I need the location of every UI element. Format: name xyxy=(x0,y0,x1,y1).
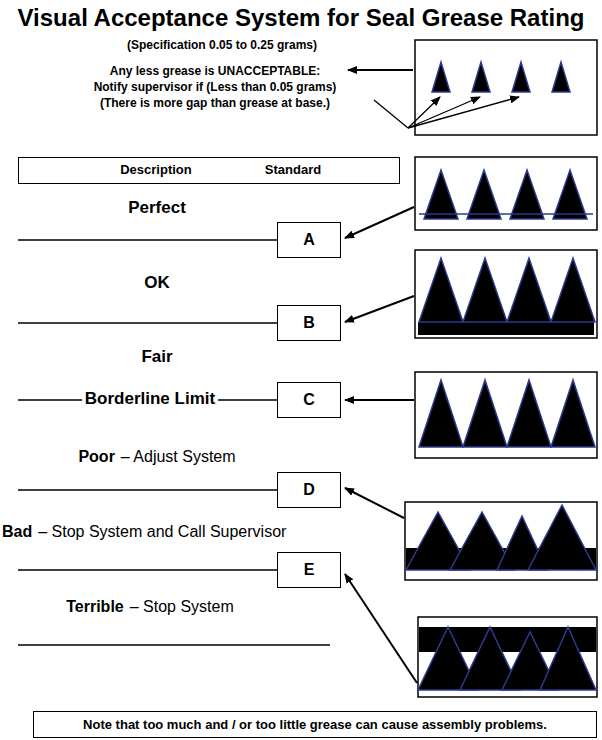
rating-action: Poor – Adjust System xyxy=(78,447,235,467)
column-heading: Description xyxy=(120,162,192,178)
rating-description: Borderline Limit xyxy=(82,389,218,409)
rating-instruction: – Stop System xyxy=(130,597,234,617)
grade-box: A xyxy=(277,222,341,258)
rating-word: Bad xyxy=(2,522,32,542)
rating-instruction: – Adjust System xyxy=(121,447,236,467)
note-box: Note that too much and / or too little g… xyxy=(33,711,597,738)
header-box: Description Standard xyxy=(18,157,400,184)
title: Visual Acceptance System for Seal Grease… xyxy=(18,4,585,33)
grade-box: E xyxy=(277,552,341,588)
note-text: Note that too much and / or too little g… xyxy=(83,717,547,732)
grade-box: B xyxy=(277,305,341,341)
rating-word: Terrible xyxy=(66,597,124,617)
rating-description: OK xyxy=(144,273,170,293)
grade-box: D xyxy=(277,472,341,508)
warning-note: (There is more gap than grease at base.) xyxy=(100,96,330,110)
rating-description: Perfect xyxy=(128,198,186,218)
rating-action: Bad – Stop System and Call Supervisor xyxy=(2,522,286,542)
rating-description: Fair xyxy=(141,347,172,367)
specification-note: (Specification 0.05 to 0.25 grams) xyxy=(127,38,317,52)
column-heading: Standard xyxy=(265,162,321,178)
grade-letter: E xyxy=(304,561,315,579)
grade-letter: A xyxy=(303,231,315,249)
grade-letter: D xyxy=(303,481,315,499)
rating-instruction: – Stop System and Call Supervisor xyxy=(38,522,286,542)
rating-word: Poor xyxy=(78,447,114,467)
grade-letter: B xyxy=(303,314,315,332)
grade-box: C xyxy=(277,382,341,418)
warning-note: Any less grease is UNACCEPTABLE: xyxy=(110,64,321,78)
rating-action: Terrible – Stop System xyxy=(66,597,234,617)
grade-letter: C xyxy=(303,391,315,409)
warning-note: Notify supervisor if (Less than 0.05 gra… xyxy=(94,80,337,94)
